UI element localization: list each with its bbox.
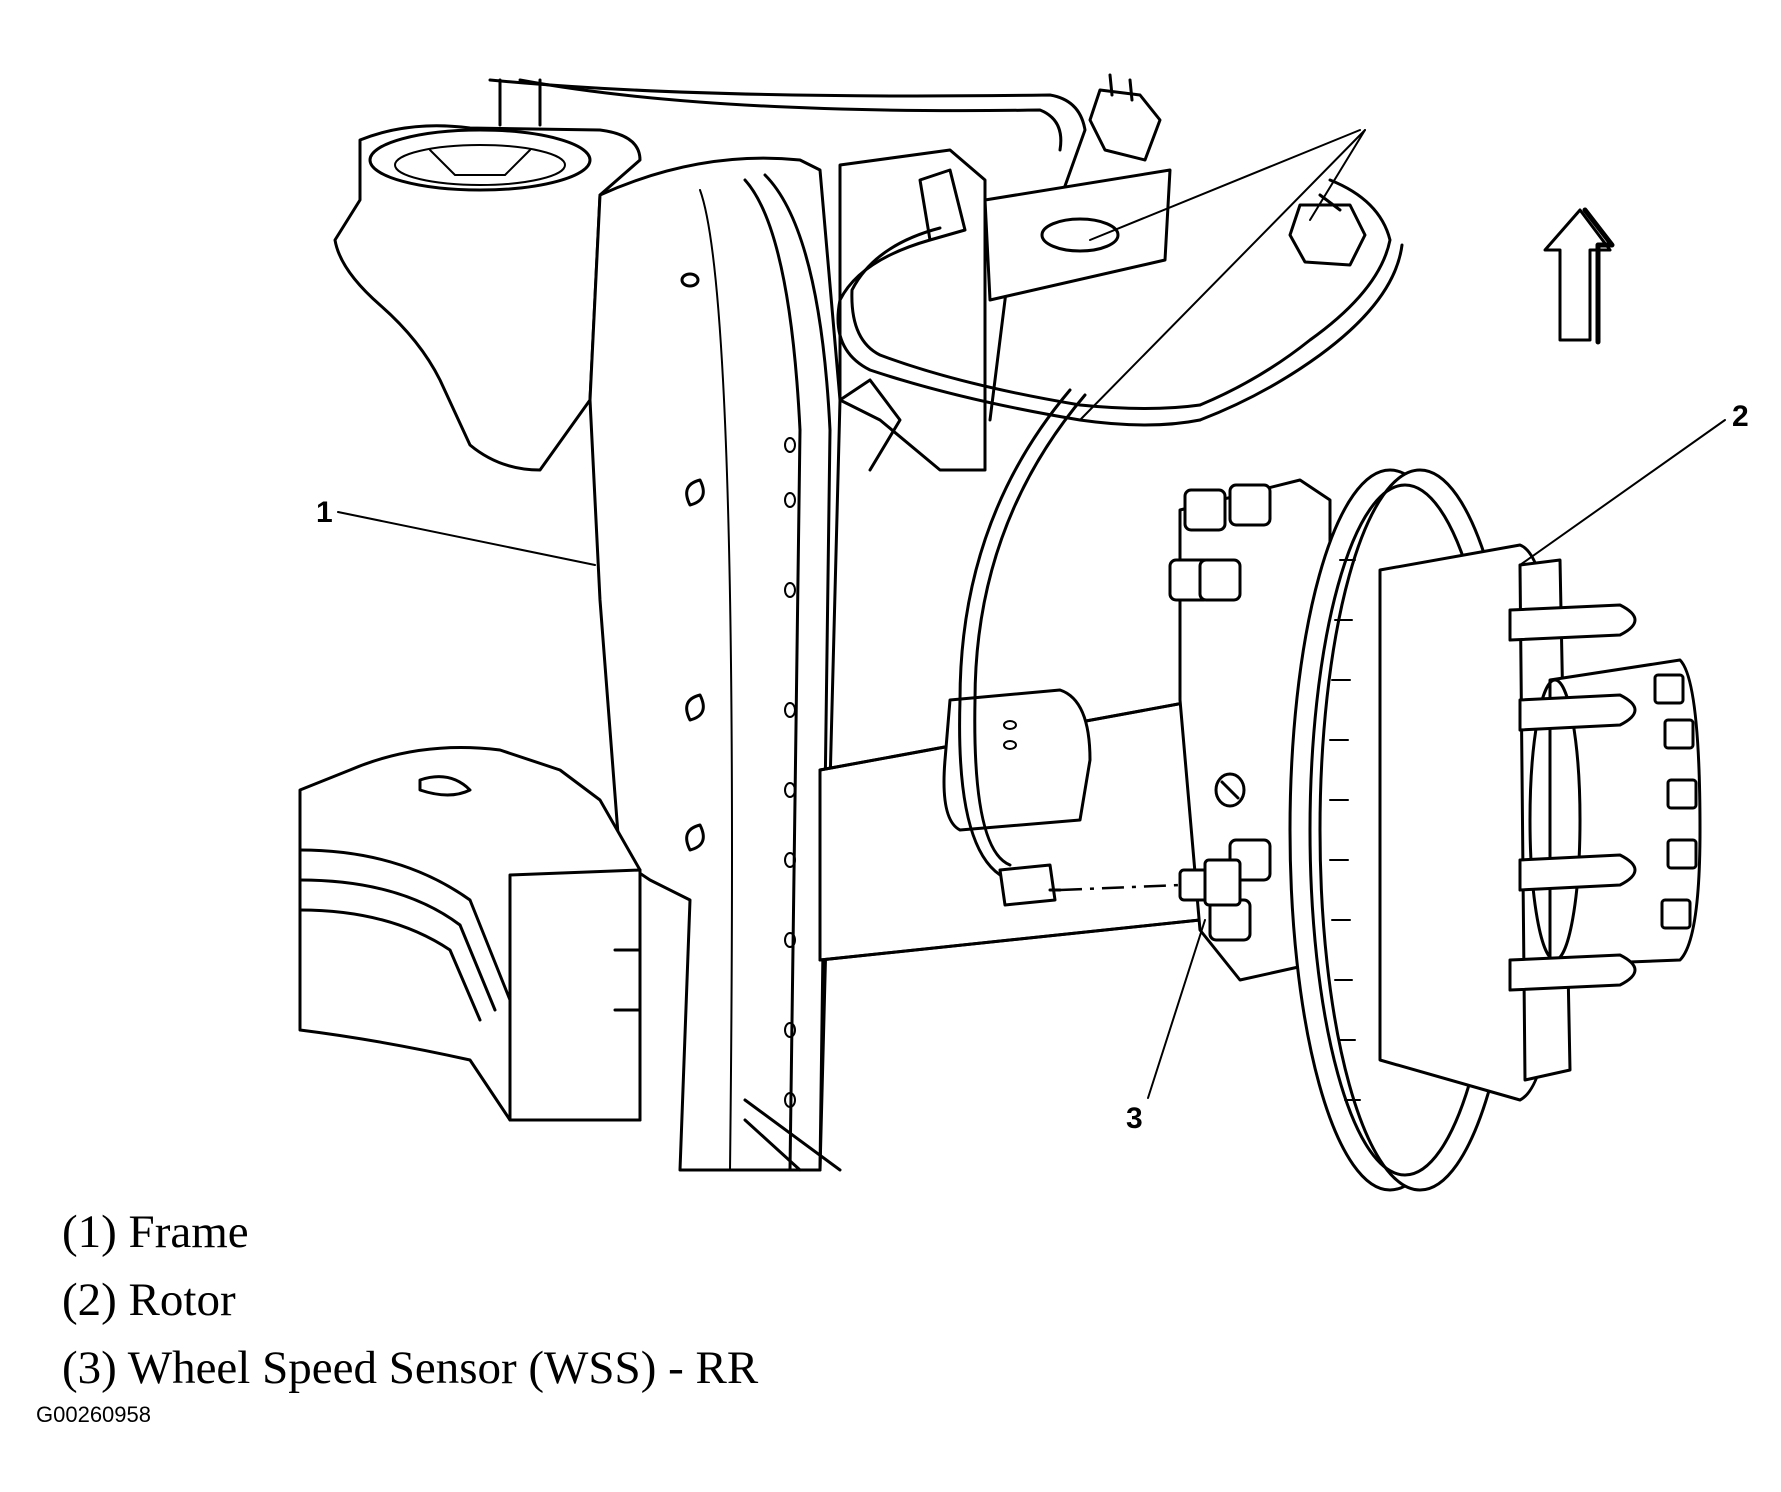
figure-id: G00260958 xyxy=(36,1402,151,1427)
frame-rail xyxy=(588,156,851,1172)
up-arrow-icon xyxy=(1543,207,1615,345)
upper-crossmember xyxy=(333,78,642,472)
leader-lines xyxy=(337,129,1726,1099)
legend-item-rotor: (2) Rotor xyxy=(62,1274,236,1326)
legend-item-frame: (1) Frame xyxy=(62,1206,249,1258)
legend-item-wss: (3) Wheel Speed Sensor (WSS) - RR xyxy=(62,1342,759,1394)
shock-bracket xyxy=(838,148,987,472)
wss-rotor-frame-diagram: 1 2 3 xyxy=(298,73,1749,1192)
wheel-speed-sensor xyxy=(958,388,1242,907)
hose-clips xyxy=(1088,73,1367,267)
wheel-hub xyxy=(1508,603,1702,992)
brake-hose xyxy=(488,78,1404,427)
spring-seat xyxy=(942,688,1092,832)
callout-3: 3 xyxy=(1126,1102,1143,1135)
legend: (1) Frame (2) Rotor (3) Wheel Speed Sens… xyxy=(62,1198,758,1402)
frame-bracket xyxy=(983,168,1172,302)
callout-1: 1 xyxy=(316,496,333,529)
callout-2: 2 xyxy=(1732,400,1749,433)
lower-control-arm xyxy=(298,746,642,1122)
rotor xyxy=(1288,468,1572,1192)
